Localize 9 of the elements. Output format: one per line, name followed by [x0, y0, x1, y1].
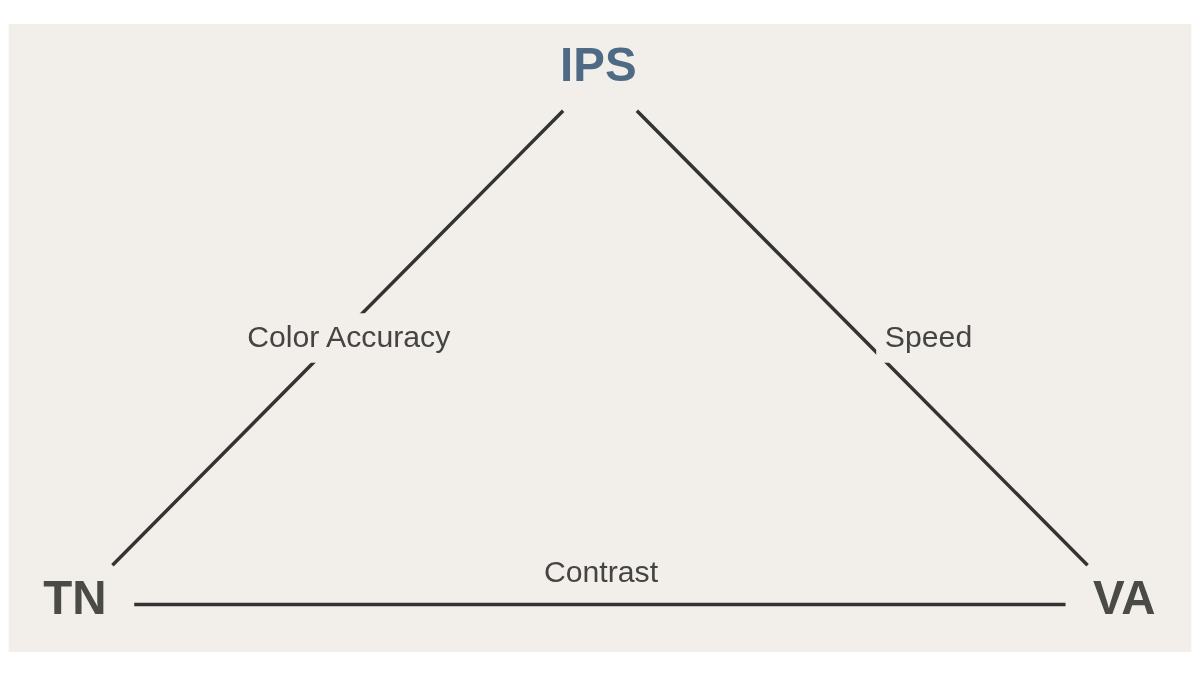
node-text: IPS — [560, 37, 637, 91]
connector — [111, 109, 565, 566]
edge-label: Speed — [884, 319, 973, 353]
connector — [134, 602, 1066, 606]
edge-label: Contrast — [543, 554, 659, 588]
connector — [635, 109, 1089, 566]
node-text: VA — [1093, 570, 1156, 624]
edge-label: Color Accuracy — [247, 319, 451, 353]
node-text: TN — [43, 570, 107, 624]
